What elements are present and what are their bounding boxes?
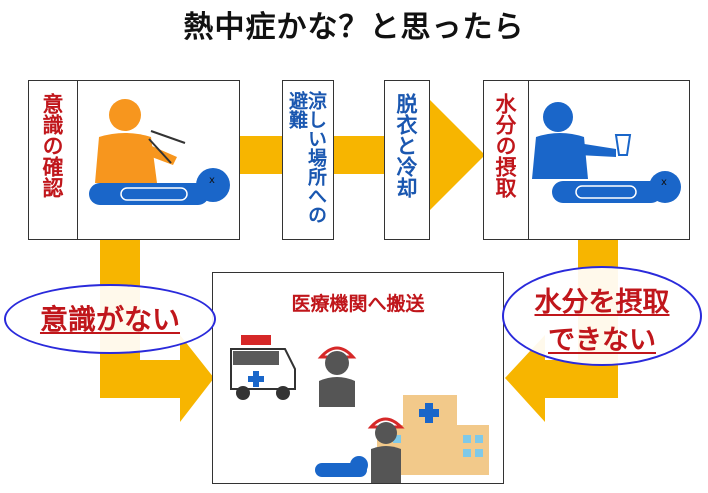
stretcher-paramedic-icon [315, 417, 405, 483]
step-hydration: 水分の摂取 x [483, 80, 690, 240]
svg-text:x: x [209, 175, 215, 186]
cannot-hydrate-label-line2: できない [548, 325, 656, 356]
step-divider [528, 81, 529, 239]
cannot-hydrate-oval [502, 266, 702, 366]
step-divider [77, 81, 78, 239]
step-consciousness-check: 意識の確認 x [28, 80, 240, 240]
step-cool-place-label: 涼しい場所への避難 [286, 91, 327, 224]
hospital-transport-box: 医療機関へ搬送 [212, 272, 504, 484]
ambulance-icon [230, 335, 296, 400]
arrow-head-hydration [416, 100, 485, 210]
arrow-band-2 [334, 136, 384, 174]
paramedic-icon [317, 346, 357, 407]
arrow-left-branch [100, 236, 214, 422]
person-checking-icon: x [89, 99, 230, 205]
svg-text:x: x [661, 177, 667, 188]
page-title: 熱中症かな？と思ったら [183, 10, 525, 45]
step-consciousness-label: 意識の確認 [40, 93, 64, 198]
step-hydration-label: 水分の摂取 [493, 93, 517, 198]
cannot-hydrate-label-line1: 水分を摂取 [534, 287, 670, 318]
step-cool-place: 涼しい場所への避難 [282, 80, 334, 240]
arrow-band-1 [240, 136, 282, 174]
hospital-box-title: 医療機関へ搬送 [291, 293, 425, 315]
person-drinking-icon: x [532, 102, 681, 203]
no-consciousness-label: 意識がない [39, 303, 180, 336]
step-undress-label: 脱衣と冷却 [394, 93, 418, 198]
no-consciousness-oval [4, 284, 216, 354]
step-undress: 脱衣と冷却 [384, 80, 430, 240]
